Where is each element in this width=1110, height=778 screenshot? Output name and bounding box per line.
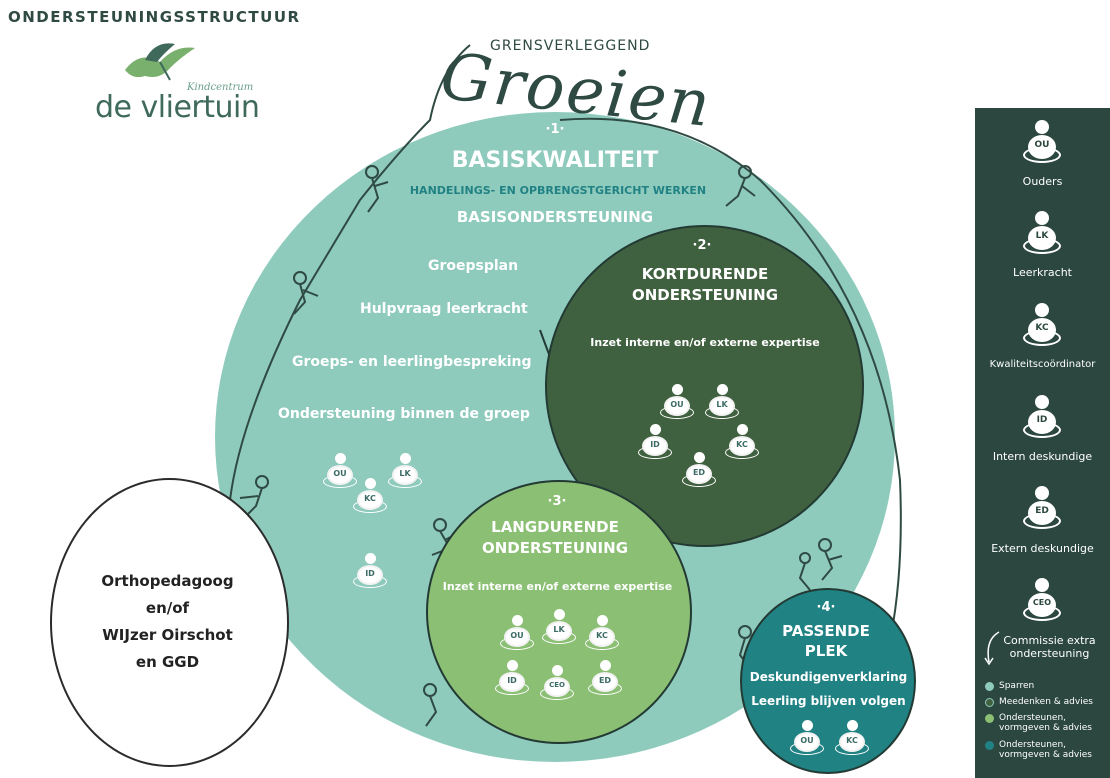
basis-heading2: BASISONDERSTEUNING bbox=[456, 208, 654, 226]
basis-number: ·1· bbox=[545, 122, 565, 137]
lang-number: ·3· bbox=[547, 494, 567, 509]
person-icon-id: ID bbox=[495, 660, 529, 698]
person-icon-ou: OU bbox=[660, 384, 694, 422]
basis-subtitle: HANDELINGS- EN OPBRENGSTGERICHT WERKEN bbox=[409, 184, 707, 197]
role-label-id: Intern deskundige bbox=[992, 450, 1093, 463]
extern-circle bbox=[50, 478, 289, 767]
person-icon-id: ID bbox=[353, 553, 387, 591]
legend-dot bbox=[985, 714, 994, 723]
passend-line1: Deskundigenverklaring bbox=[749, 670, 908, 684]
logo-small-text: Kindcentrum bbox=[187, 82, 254, 93]
lang-title1: LANGDURENDE bbox=[491, 518, 619, 536]
motto-line1: GRENSVERLEGGEND bbox=[490, 38, 651, 54]
extern-line-1: Orthopedagoog bbox=[101, 572, 234, 590]
role-label-ceo: Commissie extra ondersteuning bbox=[1003, 634, 1096, 660]
kort-title1: KORTDURENDE bbox=[641, 265, 769, 283]
legend-dot bbox=[985, 682, 994, 691]
role-icon-ou: OU bbox=[1022, 120, 1062, 166]
roles-sidebar: OU Ouders LK Leerkracht KC Kwaliteitscoö… bbox=[975, 108, 1110, 778]
curved-arrow-icon bbox=[984, 631, 1000, 666]
kort-sub: Inzet interne en/of externe expertise bbox=[590, 336, 820, 349]
role-label-ouders: Ouders bbox=[1022, 175, 1063, 188]
person-icon-kc: KC bbox=[725, 424, 759, 462]
person-icon-ed: ED bbox=[588, 660, 622, 698]
role-icon-lk: LK bbox=[1022, 211, 1062, 257]
person-icon-ed: ED bbox=[682, 452, 716, 490]
role-icon-kc: KC bbox=[1022, 303, 1062, 349]
role-label-ed: Extern deskundige bbox=[991, 542, 1094, 555]
person-icon-ceo: CEO bbox=[540, 665, 574, 703]
person-icon-lk: LK bbox=[388, 453, 422, 491]
role-icon-ed: ED bbox=[1022, 486, 1062, 532]
kort-title2: ONDERSTEUNING bbox=[631, 286, 778, 304]
role-icon-id: ID bbox=[1022, 395, 1062, 441]
person-icon-lk: LK bbox=[542, 609, 576, 647]
role-icon-ceo: CEO bbox=[1022, 578, 1062, 624]
person-icon-kc: KC bbox=[835, 720, 869, 758]
kort-number: ·2· bbox=[692, 238, 712, 253]
lang-sub: Inzet interne en/of externe expertise bbox=[442, 580, 673, 593]
hummingbird-icon bbox=[125, 43, 195, 81]
page-title: ONDERSTEUNINGSSTRUCTUUR bbox=[8, 8, 301, 26]
person-icon-ou: OU bbox=[500, 615, 534, 653]
basis-item-groepsplan: Groepsplan bbox=[428, 258, 519, 274]
passend-number: ·4· bbox=[816, 600, 836, 615]
extern-line-3: WIJzer Oirschot bbox=[102, 626, 233, 644]
person-icon-kc: KC bbox=[585, 615, 619, 653]
lang-title2: ONDERSTEUNING bbox=[481, 539, 628, 557]
passend-line2: Leerling blijven volgen bbox=[751, 694, 906, 708]
basis-item-ondersteuning: Ondersteuning binnen de groep bbox=[278, 406, 530, 422]
passende-plek-circle bbox=[740, 588, 916, 774]
role-label-kc: Kwaliteitscoördinator bbox=[989, 359, 1096, 370]
passend-title1: PASSENDE bbox=[782, 622, 870, 640]
extern-line-2: en/of bbox=[145, 599, 190, 617]
role-label-leerkracht: Leerkracht bbox=[1013, 266, 1072, 279]
person-icon-lk: LK bbox=[705, 384, 739, 422]
basis-item-bespreking: Groeps- en leerlingbespreking bbox=[292, 354, 532, 370]
person-icon-kc: KC bbox=[353, 478, 387, 516]
person-icon-id: ID bbox=[638, 424, 672, 462]
legend-dot bbox=[985, 698, 994, 707]
basis-item-hulpvraag: Hulpvraag leerkracht bbox=[360, 301, 528, 317]
passend-title2: PLEK bbox=[804, 642, 848, 660]
basis-title: BASISKWALITEIT bbox=[451, 148, 659, 173]
legend-dot bbox=[985, 741, 994, 750]
person-icon-ou: OU bbox=[790, 720, 824, 758]
extern-text: Orthopedagoog en/of WIJzer Oirschot en G… bbox=[70, 568, 265, 676]
logo-big-text: de vliertuin bbox=[95, 90, 260, 125]
extern-line-4: en GGD bbox=[135, 653, 200, 671]
person-icon-ou: OU bbox=[323, 453, 357, 491]
logo: Kindcentrum de vliertuin bbox=[95, 40, 265, 130]
